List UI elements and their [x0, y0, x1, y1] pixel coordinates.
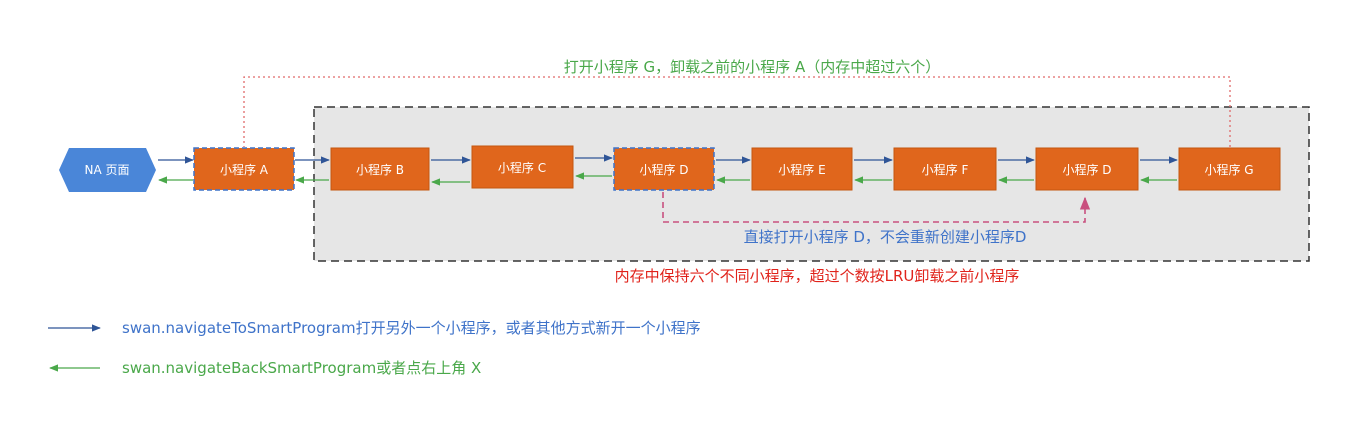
node-program-f-label: 小程序 F [922, 162, 969, 177]
node-program-b-label: 小程序 B [356, 162, 404, 177]
node-program-g-label: 小程序 G [1204, 162, 1253, 177]
node-program-b [330, 147, 430, 191]
node-program-a [193, 147, 295, 191]
forward-arrows [158, 154, 1178, 164]
na-page-label: NA 页面 [84, 163, 129, 177]
node-program-c [471, 145, 574, 189]
node-program-a-label: 小程序 A [220, 162, 269, 177]
back-arrows [158, 172, 1177, 186]
na-page-node [59, 148, 156, 192]
node-program-d-reopened-label: 小程序 D [1062, 162, 1111, 177]
reopen-annotation: 直接打开小程序 D，不会重新创建小程序D [744, 228, 1027, 246]
node-program-e [751, 147, 853, 191]
node-program-d [613, 147, 715, 191]
node-program-c-label: 小程序 C [498, 160, 546, 175]
node-program-f [893, 147, 997, 191]
reopen-connector [662, 192, 1091, 223]
legend-forward-text: swan.navigateToSmartProgram打开另外一个小程序，或者其… [122, 319, 701, 337]
legend-back-text: swan.navigateBackSmartProgram或者点右上角 X [122, 359, 481, 377]
node-program-g [1178, 147, 1281, 191]
unload-annotation: 打开小程序 G，卸载之前的小程序 A（内存中超过六个） [564, 58, 940, 76]
node-program-d-label: 小程序 D [639, 162, 688, 177]
node-program-e-label: 小程序 E [778, 162, 825, 177]
unload-connector [243, 76, 1231, 147]
memory-limit-annotation: 内存中保持六个不同小程序，超过个数按LRU卸载之前小程序 [615, 267, 1020, 285]
node-program-d-reopened [1035, 147, 1139, 191]
